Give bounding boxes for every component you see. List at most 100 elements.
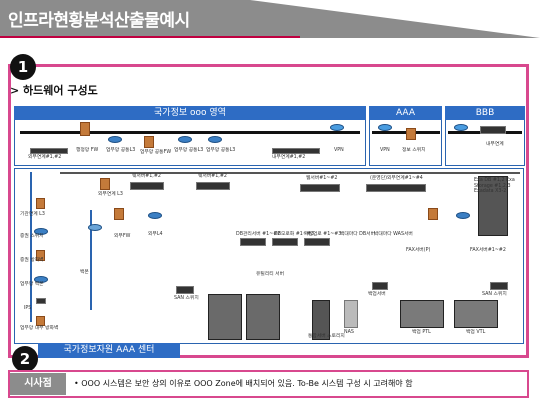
fwl-icon: [114, 208, 124, 220]
db3-rack: [304, 238, 330, 246]
bak-label: 백업서버: [368, 292, 386, 297]
left3-icon: [36, 250, 45, 261]
blue-vertical-core: [90, 210, 92, 310]
left6-label: 업무망 내부 방화벽: [20, 326, 59, 331]
db1-rack: [240, 238, 266, 246]
pc1-label: 백대마다 DB서버: [340, 232, 375, 237]
section2-badge: 2: [12, 346, 38, 372]
web1-label: 웨서버#1,#2: [132, 174, 161, 179]
db2-rack: [272, 238, 298, 246]
tape1-label: 백업 PTL: [412, 330, 431, 335]
bbb-server: [480, 126, 506, 134]
san1-label: SAN 스위치: [174, 296, 199, 301]
note-text: • OOO 시스템은 보안 상의 이유로 OOO Zone에 배치되어 있음. …: [74, 379, 413, 388]
l3a-label: 업무망 공통L3: [106, 148, 136, 153]
stor-rack-2: [246, 294, 280, 340]
l3c-label: 업무망 공통L3: [206, 148, 236, 153]
db1-label: DB관리서버 #1~#2: [236, 232, 281, 237]
left1-label: 기관연계 L3: [20, 212, 45, 217]
center-top-line: [60, 172, 520, 174]
left4-icon: [34, 276, 48, 283]
ext3-label: 내부연계: [486, 142, 504, 147]
top-backbone: [20, 131, 360, 134]
vpn1-label: VPN: [334, 148, 344, 153]
fw2-icon: [144, 136, 154, 148]
fax-label: FAX서버(P): [406, 248, 431, 253]
nas-label: NAS: [344, 330, 354, 335]
fwl-label: 외부FW: [114, 234, 131, 239]
db2-label: DB모로화 #1~#3: [274, 232, 314, 237]
pc3-label: (운영단)외부연계#1~#4: [370, 176, 423, 181]
zone-aaa-label: AAA: [369, 106, 442, 120]
zone-center-label: 국가정보자원 AAA 센터: [38, 343, 180, 358]
fw2-label: 업무망 공통FW: [140, 150, 172, 155]
fw1-icon: [80, 122, 90, 136]
web3-label: 웹서버#1~#2: [306, 176, 338, 181]
page-header: 인프라현황분석산출물예시: [0, 0, 540, 38]
tape2-box: [454, 300, 498, 328]
l3sw-label: 정보 스위치: [402, 148, 426, 153]
nas-box: [344, 300, 358, 328]
pc2-label: 박대마다 WAS서버: [374, 232, 413, 237]
l4-label: 외부L4: [148, 232, 163, 237]
fax-fw-icon: [428, 208, 438, 220]
ext-label: 외부연계#1,#2: [28, 155, 62, 160]
web2-label: 웨서버#1,#2: [198, 174, 227, 179]
backbone-label: 백본: [80, 270, 89, 275]
dbsrv-label: Exa DB #1,2 Exa Storage #1,2,3 Exadata X…: [474, 178, 515, 194]
ext2-router: [272, 148, 320, 154]
left2-icon: [34, 228, 48, 235]
core1-icon: [100, 178, 110, 190]
left5-icon: [36, 298, 46, 304]
zone-main-label: 국가정보 ooo 영역: [14, 106, 366, 120]
db3-label: 파일업로 #1~#3: [304, 232, 342, 237]
note-box: [8, 370, 529, 398]
util-label: 유틸리티 서버: [256, 272, 285, 277]
l3a-icon: [108, 136, 122, 143]
fax2-label: FAX서버#1~#2: [470, 248, 506, 253]
fax-sw-icon: [456, 212, 470, 219]
left4-label: 업무망 백본: [20, 282, 44, 287]
left6-icon: [36, 316, 45, 326]
ext-router: [30, 148, 68, 154]
left5-label: IPS: [24, 306, 32, 311]
backbone-icon: [88, 224, 102, 231]
pc3-rack: [366, 184, 426, 192]
section1-badge: 1: [10, 54, 36, 80]
exadata-rack: [478, 176, 508, 236]
left3-label: 증권 방화벽: [20, 258, 44, 263]
web1-rack: [130, 182, 164, 190]
stor-rack-3: [312, 300, 330, 340]
note-label: 시사점: [10, 373, 66, 395]
san2-icon: [490, 282, 508, 290]
web2-rack: [196, 182, 230, 190]
header-diagonal: [250, 0, 540, 38]
bak-server: [372, 282, 388, 290]
left1-icon: [36, 198, 45, 209]
ext2-label: 내부연계#1,#2: [272, 155, 306, 160]
l3b-label: 업무망 공통L3: [174, 148, 204, 153]
stor-label: 통합서버 스토리지: [308, 334, 345, 339]
page-title: 인프라현황분석산출물예시: [8, 11, 190, 31]
core1-label: 외부연계 L3: [98, 192, 123, 197]
vpn2-label: VPN: [380, 148, 390, 153]
l3c-icon: [208, 136, 222, 143]
left2-label: 증권 스위치: [20, 234, 44, 239]
blue-vertical-left: [30, 172, 32, 322]
san2-label: SAN 스위치: [482, 292, 507, 297]
vpn2-icon: [378, 124, 392, 131]
san1-icon: [176, 286, 194, 294]
bbb-router-icon: [454, 124, 468, 131]
tape2-label: 백업 VTL: [466, 330, 486, 335]
web3-rack: [300, 184, 340, 192]
l3sw-icon: [406, 128, 416, 140]
diagram-frame: [8, 64, 529, 358]
l3b-icon: [178, 136, 192, 143]
vpn1-icon: [330, 124, 344, 131]
fw1-label: 행정망 FW: [76, 148, 99, 153]
stor-rack-1: [208, 294, 242, 340]
l4-icon: [148, 212, 162, 219]
header-stripe: [0, 36, 300, 38]
tape1-box: [400, 300, 444, 328]
section1-title: > 하드웨어 구성도: [10, 84, 98, 97]
